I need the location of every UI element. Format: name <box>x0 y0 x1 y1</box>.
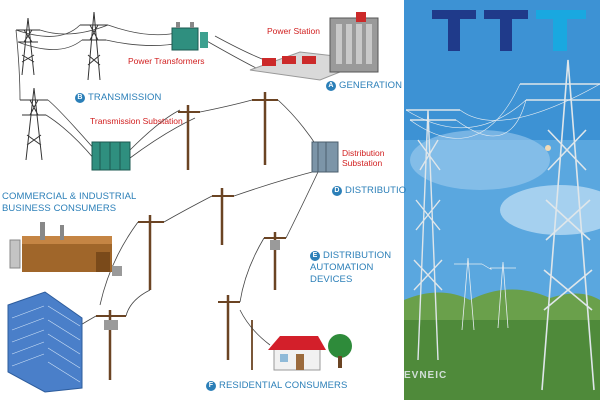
photo-panel <box>404 0 600 400</box>
power-station-label: Power Station <box>267 26 320 36</box>
distribution-substation-icon <box>311 141 339 173</box>
transmission-substation-icon <box>91 141 131 171</box>
transmission-substation-label: Transmission Substation <box>90 116 183 126</box>
house-icon <box>268 336 326 371</box>
steel-tower-left <box>406 109 460 361</box>
transmission-tower-1 <box>16 17 40 76</box>
badge-d: D <box>332 186 342 196</box>
photo-power-lines <box>405 83 600 270</box>
steel-tower-right <box>520 59 600 391</box>
power-transformers-label: Power Transformers <box>128 56 205 66</box>
tree-icon <box>328 334 352 368</box>
pole-transformer-icon-2 <box>104 320 118 330</box>
power-transformers-icon <box>171 22 208 51</box>
steel-tower-distant <box>454 257 516 331</box>
badge-f: F <box>206 381 216 391</box>
badge-a: A <box>326 81 336 91</box>
distribution-substation-label: Distribution Substation <box>342 148 385 168</box>
badge-e: E <box>310 251 320 261</box>
factory-icon <box>9 222 112 272</box>
office-building-icon <box>7 291 83 393</box>
company-logo <box>432 10 586 51</box>
pole-transformer-icon <box>270 240 280 250</box>
transmission-tower-3 <box>20 87 48 161</box>
power-station-icon <box>249 12 379 81</box>
transmission-tower-2 <box>80 11 108 81</box>
lineworker-figure <box>545 145 551 151</box>
badge-b: B <box>75 93 85 103</box>
photo-watermark: EVNEIC <box>404 370 448 381</box>
meter-box-icon <box>112 266 122 276</box>
